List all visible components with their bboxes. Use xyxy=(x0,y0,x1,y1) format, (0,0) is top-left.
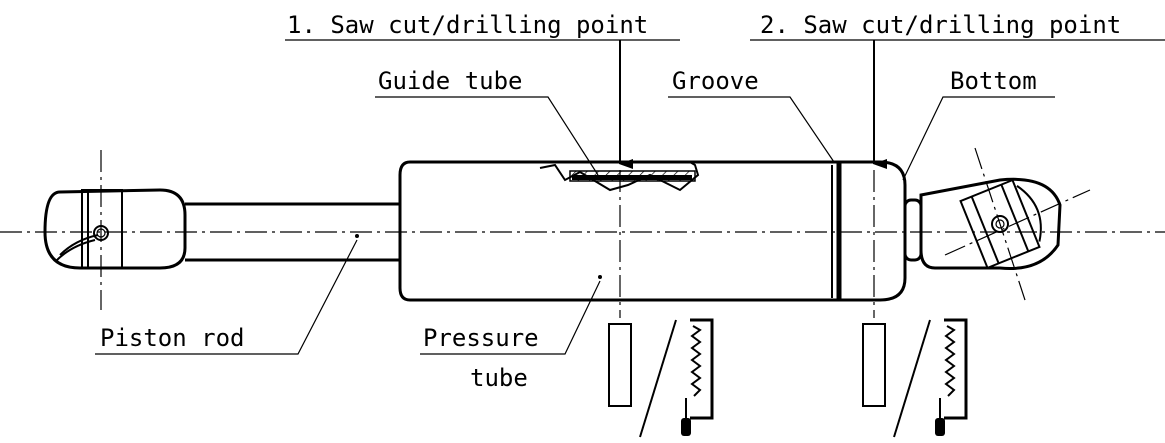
clamp-icon xyxy=(893,318,968,438)
piston-rod xyxy=(185,202,400,262)
pressure-tube-label-line1: Pressure xyxy=(423,324,539,352)
bottom-label: Bottom xyxy=(950,67,1037,95)
clamp-icon xyxy=(639,318,714,438)
cut2-label: 2. Saw cut/drilling point xyxy=(760,11,1121,39)
groove-leader xyxy=(668,96,835,163)
right-eye-fitting xyxy=(903,147,1091,301)
guide-tube-cutaway xyxy=(539,161,700,192)
bottom-leader xyxy=(902,96,1055,181)
groove xyxy=(831,162,840,300)
pressure-tube xyxy=(398,160,840,302)
cut1-leader xyxy=(285,39,680,169)
piston-rod-leader xyxy=(95,239,358,355)
bottom-cap xyxy=(838,160,907,302)
groove-label: Groove xyxy=(672,67,759,95)
guide-tube-leader xyxy=(375,96,599,176)
left-eye-fitting xyxy=(43,150,187,310)
saw-blade-icon xyxy=(608,323,632,407)
pressure-tube-leader xyxy=(420,280,601,355)
cut1-label: 1. Saw cut/drilling point xyxy=(287,11,648,39)
cut2-leader xyxy=(750,39,1165,169)
guide-tube-label: Guide tube xyxy=(378,67,523,95)
piston-rod-label: Piston rod xyxy=(100,324,245,352)
saw-blade-icon xyxy=(862,323,886,407)
pressure-tube-label-line2: tube xyxy=(470,364,528,392)
